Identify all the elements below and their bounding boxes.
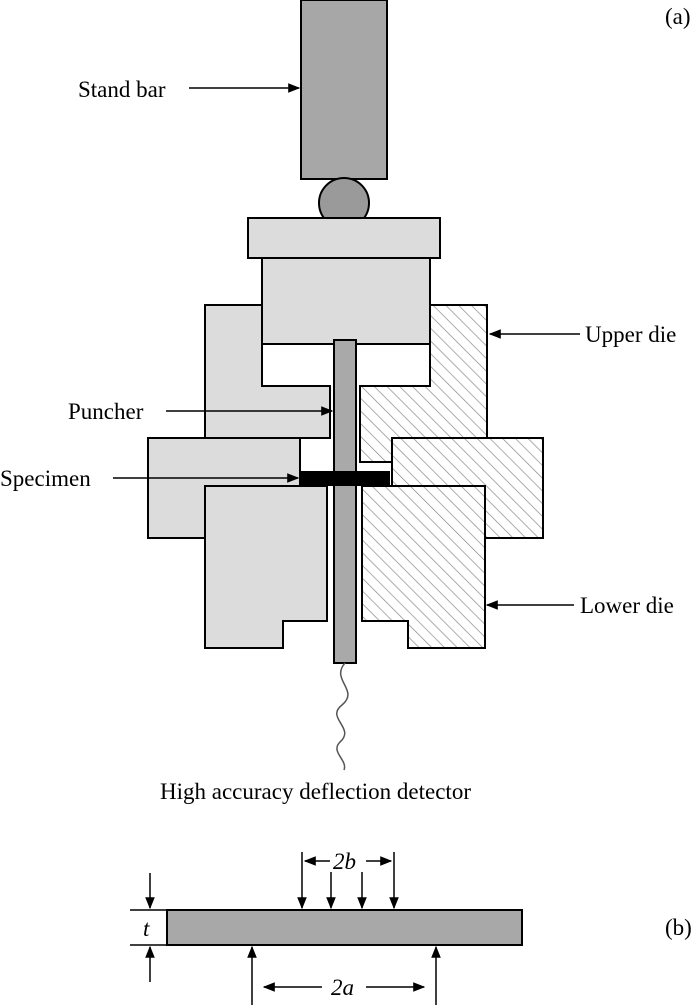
lower-die-left bbox=[204, 485, 328, 649]
loading-block bbox=[261, 257, 431, 345]
puncher-rod bbox=[333, 339, 357, 664]
lower-die-right bbox=[361, 485, 486, 649]
lower-die-label: Lower die bbox=[580, 593, 674, 618]
panel-a: (a) Stand bar Upper die Puncher Specimen… bbox=[0, 0, 691, 804]
stand-bar-label: Stand bar bbox=[78, 77, 166, 102]
upper-die-label: Upper die bbox=[585, 322, 676, 347]
stand-bar bbox=[300, 0, 388, 180]
test-plate bbox=[166, 909, 523, 946]
detector-wire bbox=[335, 662, 349, 771]
specimen-label: Specimen bbox=[0, 466, 91, 491]
panel-b-tag: (b) bbox=[665, 915, 692, 940]
cap-plate bbox=[247, 217, 441, 259]
thickness-label: t bbox=[143, 916, 150, 941]
support-span-label: 2a bbox=[331, 975, 354, 1000]
specimen-disc bbox=[300, 471, 390, 486]
detector-label: High accuracy deflection detector bbox=[160, 779, 471, 804]
panel-a-tag: (a) bbox=[665, 4, 691, 29]
load-span-label: 2b bbox=[333, 849, 356, 874]
panel-b: t 2b 2a (b) bbox=[130, 849, 692, 1005]
puncher-label: Puncher bbox=[68, 399, 144, 424]
